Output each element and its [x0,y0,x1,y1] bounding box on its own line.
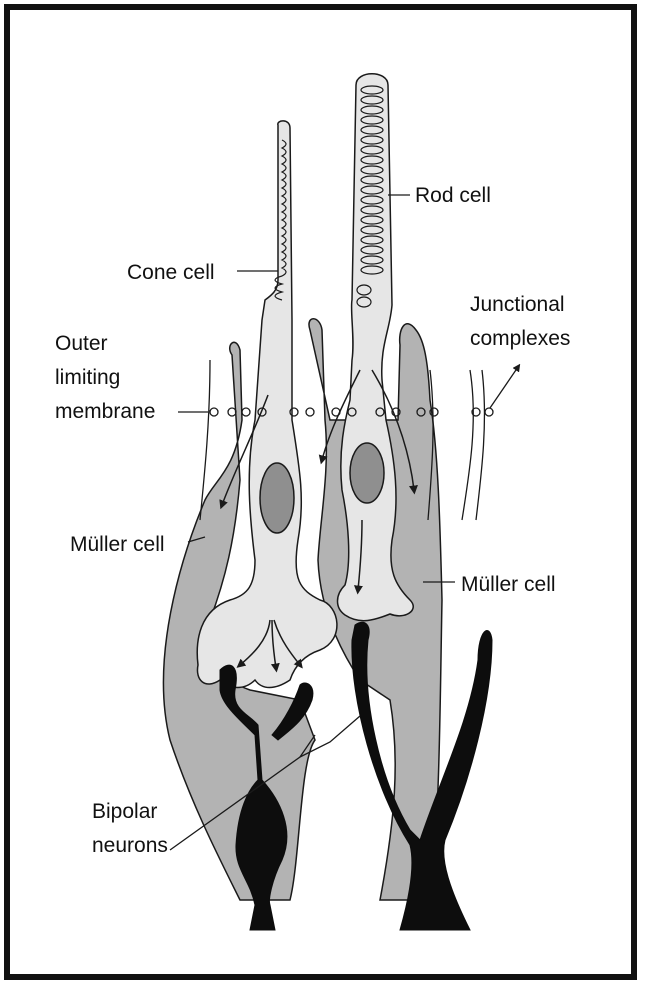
label-junctional-1: Junctional [470,293,565,316]
label-junctional-2: complexes [470,327,570,350]
label-outer-1: Outer [55,332,108,355]
junctional-leader [490,367,518,408]
cone-nucleus [260,463,294,533]
rod-nucleus [350,443,384,503]
label-bipolar-1: Bipolar [92,800,157,823]
cone-cell-shape [197,121,337,688]
label-rod-cell: Rod cell [415,184,491,207]
label-cone-cell: Cone cell [127,261,215,284]
label-outer-3: membrane [55,400,155,423]
label-muller-right: Müller cell [461,573,556,596]
label-bipolar-2: neurons [92,834,168,857]
label-outer-2: limiting [55,366,120,389]
label-muller-left: Müller cell [70,533,165,556]
